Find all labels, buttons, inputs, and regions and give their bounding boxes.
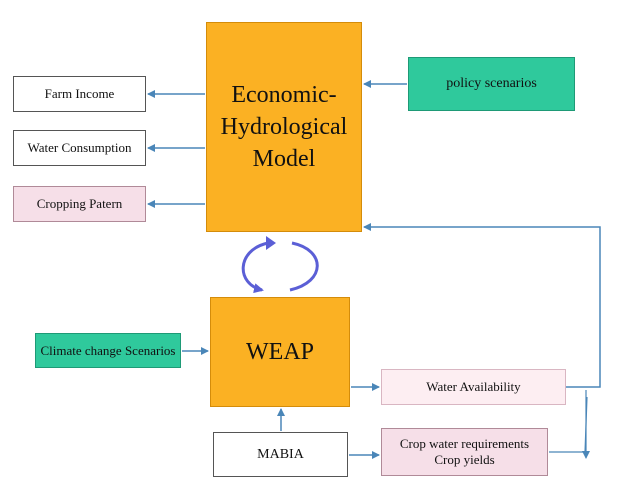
cycle-arrowhead-top <box>266 236 276 250</box>
cropping-patern-box: Cropping Patern <box>13 186 146 222</box>
policy-scenarios-box: policy scenarios <box>408 57 575 111</box>
farm-income-box: Farm Income <box>13 76 146 112</box>
economic-hydrological-model-box: Economic- Hydrological Model <box>206 22 362 232</box>
crop-water-requirements-box: Crop water requirements Crop yields <box>381 428 548 476</box>
climate-change-scenarios-box: Climate change Scenarios <box>35 333 181 368</box>
mabia-box: MABIA <box>213 432 348 477</box>
cycle-arrow-left <box>241 241 269 294</box>
weap-box: WEAP <box>210 297 350 407</box>
feedback-line-availability-to-model <box>363 223 601 388</box>
feedback-line-crop-to-loop <box>549 396 588 453</box>
water-consumption-box: Water Consumption <box>13 130 146 166</box>
water-availability-box: Water Availability <box>381 369 566 405</box>
cycle-arrow-right <box>289 241 319 292</box>
